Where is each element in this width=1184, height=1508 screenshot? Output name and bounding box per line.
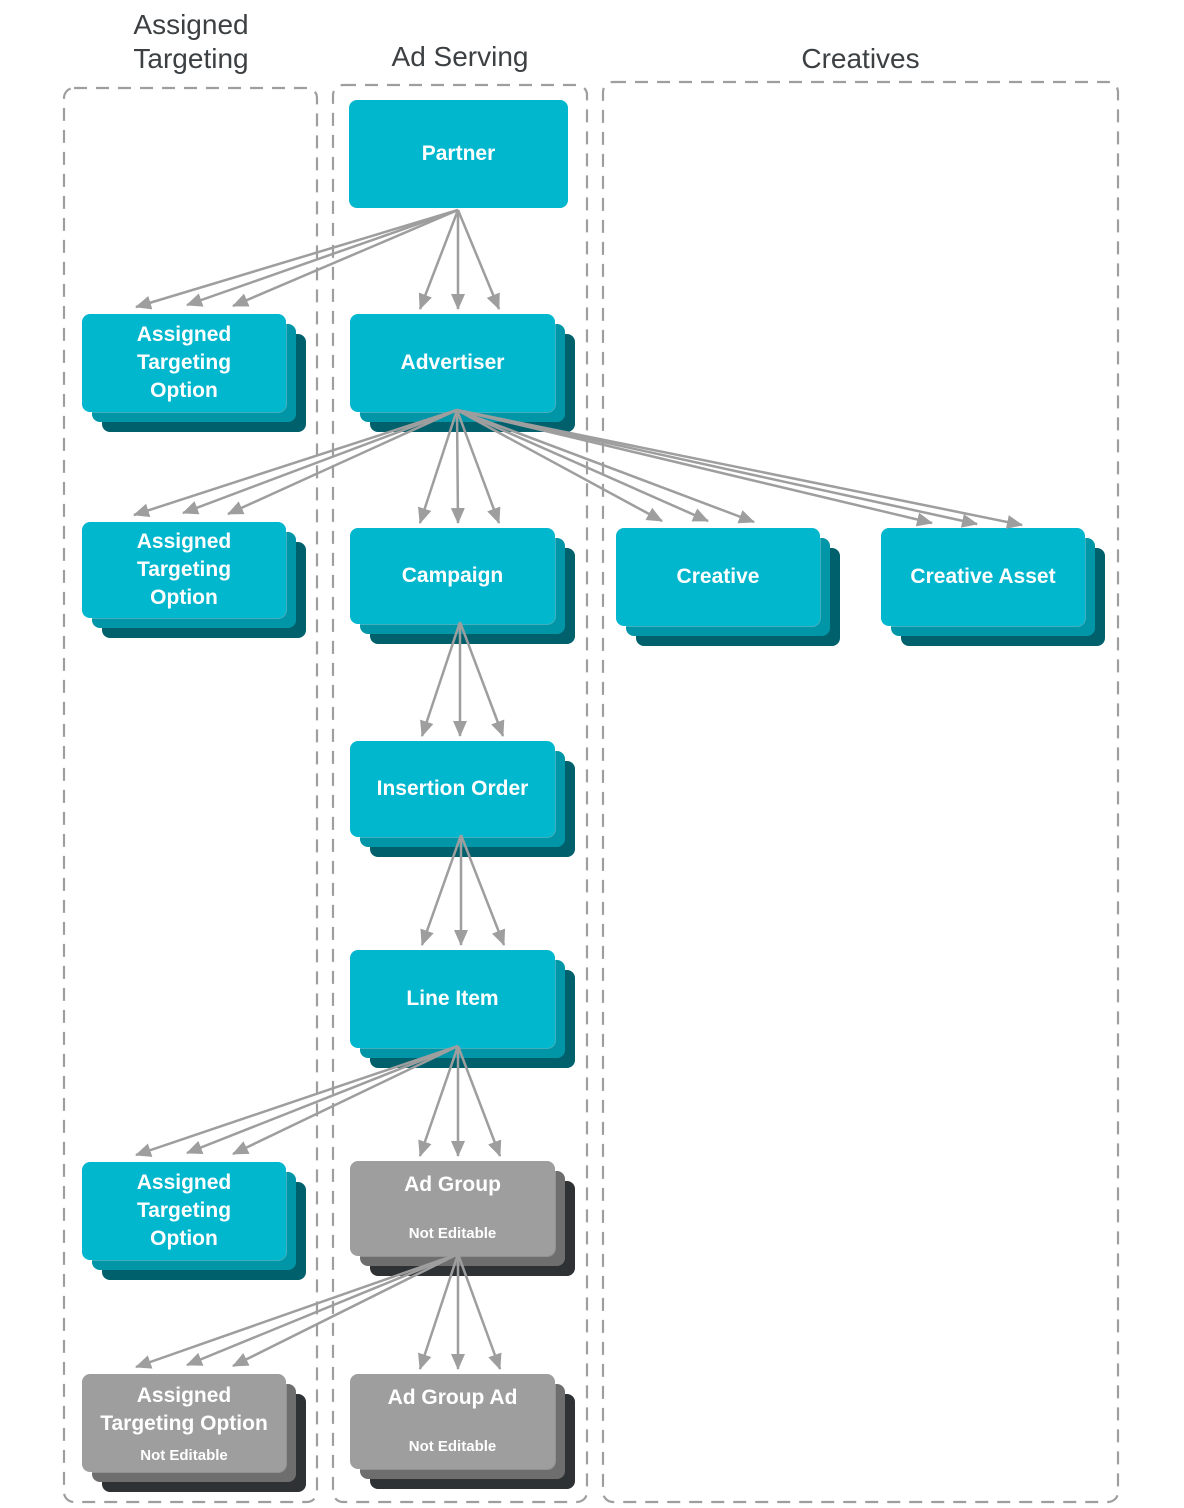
node-creative-label: Creative [676, 565, 760, 589]
node-ad-group-ad-label: Ad Group Ad [387, 1386, 518, 1410]
node-campaign-box: Campaign [350, 528, 555, 624]
node-assigned-targeting-option-3: Assigned Targeting Option [82, 1162, 306, 1280]
node-advertiser-box: Advertiser [350, 314, 555, 412]
node-line-item-box: Line Item [350, 950, 555, 1048]
node-assigned-targeting-option-2-label: Assigned Targeting Option [136, 530, 232, 609]
column-ad-serving [331, 83, 589, 1504]
node-partner-label: Partner [421, 142, 496, 166]
column-title-creatives: Creatives [801, 43, 920, 74]
node-ad-group-sublabel: Not Editable [408, 1224, 497, 1242]
node-campaign-label: Campaign [401, 564, 504, 588]
node-assigned-targeting-option-4-label: Assigned Targeting Option [100, 1383, 268, 1435]
node-insertion-order-box: Insertion Order [350, 741, 555, 837]
node-assigned-targeting-option-3-label: Assigned Targeting Option [136, 1171, 232, 1250]
column-title-assigned-targeting: Assigned Targeting [133, 9, 249, 74]
node-creative-asset: Creative Asset [881, 528, 1105, 646]
node-partner-box: Partner [349, 100, 568, 208]
node-line-item: Line Item [350, 950, 575, 1068]
node-advertiser: Advertiser [350, 314, 575, 432]
node-creative-asset-label: Creative Asset [910, 565, 1056, 589]
node-assigned-targeting-option-1: Assigned Targeting Option [82, 314, 306, 432]
node-insertion-order: Insertion Order [350, 741, 575, 857]
node-line-item-label: Line Item [406, 987, 499, 1011]
node-assigned-targeting-option-3-box: Assigned Targeting Option [82, 1162, 286, 1260]
node-partner: Partner [349, 100, 568, 208]
node-creative: Creative [616, 528, 840, 646]
node-assigned-targeting-option-2-box: Assigned Targeting Option [82, 522, 286, 618]
node-advertiser-label: Advertiser [400, 351, 505, 375]
node-ad-group-ad: Ad Group Ad Not Editable [350, 1374, 575, 1489]
node-assigned-targeting-option-1-box: Assigned Targeting Option [82, 314, 286, 412]
node-creative-asset-box: Creative Asset [881, 528, 1085, 626]
node-ad-group-ad-box: Ad Group Ad Not Editable [350, 1374, 555, 1469]
node-creative-box: Creative [616, 528, 820, 626]
node-insertion-order-label: Insertion Order [376, 777, 529, 801]
node-assigned-targeting-option-2: Assigned Targeting Option [82, 522, 306, 638]
node-assigned-targeting-option-4-sublabel: Not Editable [140, 1447, 228, 1465]
node-assigned-targeting-option-1-label: Assigned Targeting Option [136, 323, 232, 402]
column-creatives [601, 80, 1120, 1504]
column-title-ad-serving: Ad Serving [391, 41, 529, 72]
node-ad-group-ad-sublabel: Not Editable [408, 1437, 497, 1455]
node-ad-group-label: Ad Group [404, 1173, 501, 1197]
column-assigned-targeting [62, 86, 319, 1504]
node-campaign: Campaign [350, 528, 575, 644]
